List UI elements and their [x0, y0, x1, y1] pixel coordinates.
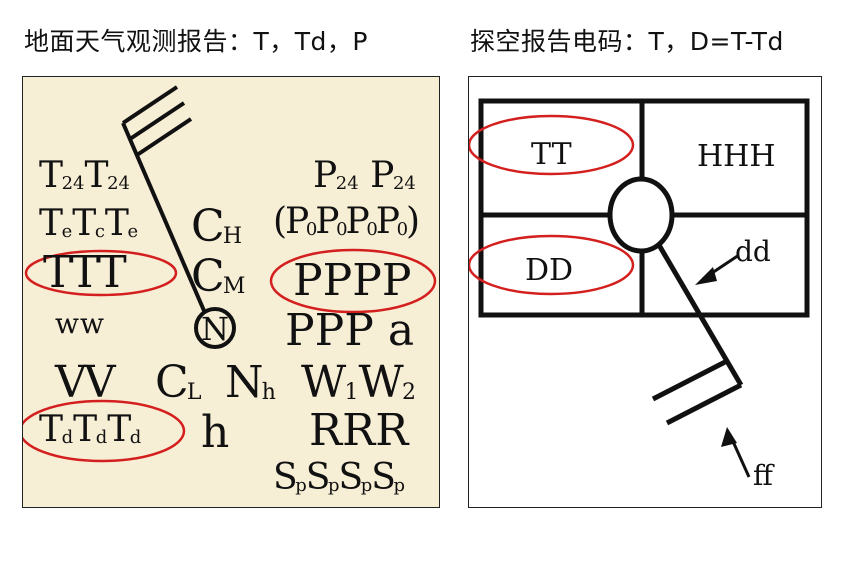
station-symbol-N: N [201, 310, 229, 348]
station-pressure-group: (P0P0P0P0) [273, 201, 420, 242]
upper-air-dewpoint-depression-label: DD [525, 253, 574, 288]
upper-air-report-title: 探空报告电码：T，D=T-Td [470, 27, 784, 56]
wind-direction-label: dd [735, 235, 771, 268]
temperature-extremes-group: TeTcTe [39, 203, 139, 244]
ww-group: ww [55, 307, 105, 340]
pressure-tendency-group: PPP a [285, 305, 415, 356]
upper-air-temperature-label: TT [531, 137, 572, 172]
upper-air-height-label: HHH [697, 139, 776, 174]
upper-air-station-model-panel: TT HHH DD dd ff [468, 76, 822, 508]
station-circle [194, 307, 236, 349]
surface-station-model-panel: N T24T24 TeTcTe TTT ww VV TdTdTd CH CM C… [22, 76, 440, 508]
cloud-high-group: CH [191, 201, 243, 252]
sea-level-pressure-group: PPPP [293, 255, 412, 306]
cloud-mid-group: CM [191, 251, 246, 302]
wind-speed-label: ff [753, 459, 773, 492]
visibility-group: VV [55, 357, 116, 408]
precipitation-group: RRR [309, 405, 409, 456]
upper-air-wind-barb-1 [665, 382, 743, 426]
ff-arrow-head [721, 427, 737, 447]
dewpoint-group: TdTdTd [39, 409, 142, 450]
temperature-group: TTT [43, 247, 127, 298]
special-phenomena-group: SpSpSpSp [273, 457, 405, 498]
upper-air-grid-diagram [469, 98, 810, 478]
cloud-amount-group: Nh [225, 357, 276, 408]
wind-staff-line [121, 122, 207, 314]
past-weather-group: W1W2 [301, 357, 416, 408]
highlight-dewpoint [23, 399, 186, 463]
dd-arrow-head [695, 267, 717, 285]
cloud-base-height: h [201, 407, 229, 458]
wind-barb-1 [121, 85, 179, 125]
upper-air-highlight-dd [469, 234, 635, 296]
wind-barb-3 [135, 117, 193, 157]
t24-group: T24T24 [39, 155, 130, 196]
surface-report-title: 地面天气观测报告：T，Td，P [24, 27, 368, 56]
wind-barb-2 [128, 101, 186, 141]
highlight-temperature [24, 249, 178, 297]
pressure-change-24h-group: P24 P24 [313, 155, 416, 196]
upper-air-highlight-temperature [469, 114, 635, 176]
surface-station-wind-barb: N [23, 85, 437, 463]
highlight-pressure [269, 248, 437, 314]
upper-air-station-circle [607, 176, 675, 254]
upper-air-wind-barb-2 [651, 358, 729, 402]
cloud-low-group: CL [155, 357, 202, 408]
